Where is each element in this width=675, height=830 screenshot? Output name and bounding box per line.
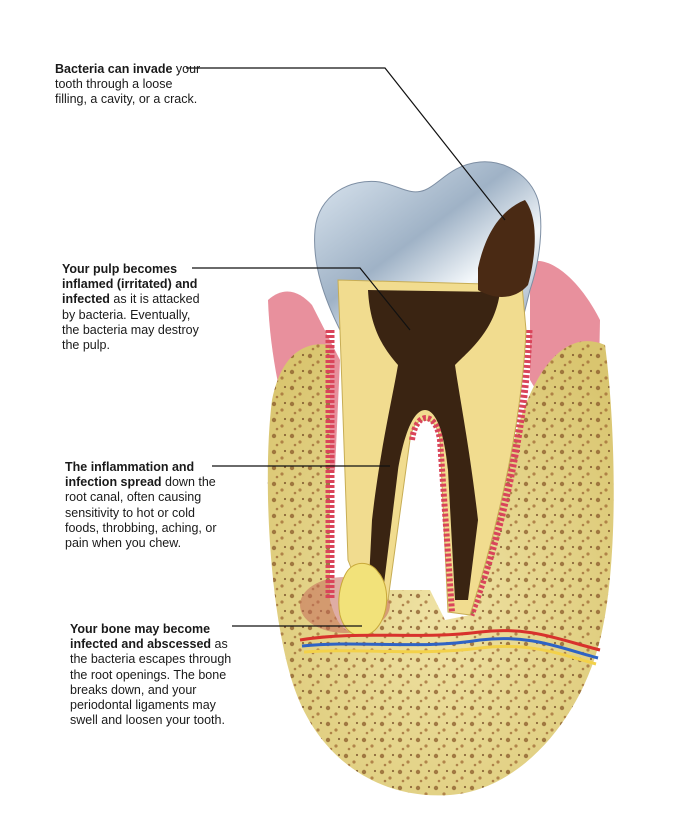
callout-1-text: your tooth through a loose filling, a ca… xyxy=(55,62,201,107)
callout-pulp-inflamed: Your pulp becomes inflamed (irritated) a… xyxy=(62,262,202,353)
leader-line-2 xyxy=(192,267,411,331)
callout-2-bold: Your pulp becomes inflamed (irritated) a… xyxy=(62,262,198,307)
inter-root-ligament xyxy=(409,414,455,613)
callout-infection-spread: The inflammation and infection spread do… xyxy=(65,460,230,551)
bone-pores xyxy=(267,341,614,796)
callout-1-bold: Bacteria can invade xyxy=(55,62,173,76)
abscess xyxy=(338,562,388,637)
nerve xyxy=(303,644,597,666)
artery xyxy=(299,629,601,652)
pulp-infected xyxy=(368,290,500,600)
callout-4-text: as the bacteria escapes through the root… xyxy=(70,637,232,728)
ligament-right xyxy=(465,329,533,617)
leader-line-1 xyxy=(186,67,506,221)
decay-cavity xyxy=(478,200,535,297)
vein xyxy=(301,637,599,660)
callout-3-bold: The inflammation and infection spread xyxy=(65,460,195,490)
callout-4-bold: Your bone may become infected and absces… xyxy=(70,622,212,652)
callout-2-text: as it is attacked by bacteria. Eventuall… xyxy=(62,292,200,353)
callout-bone-abscessed: Your bone may become infected and absces… xyxy=(70,622,235,728)
callout-bacteria-invade: Bacteria can invade your tooth through a… xyxy=(55,62,205,108)
callout-3-text: down the root canal, often causing sensi… xyxy=(65,475,217,551)
